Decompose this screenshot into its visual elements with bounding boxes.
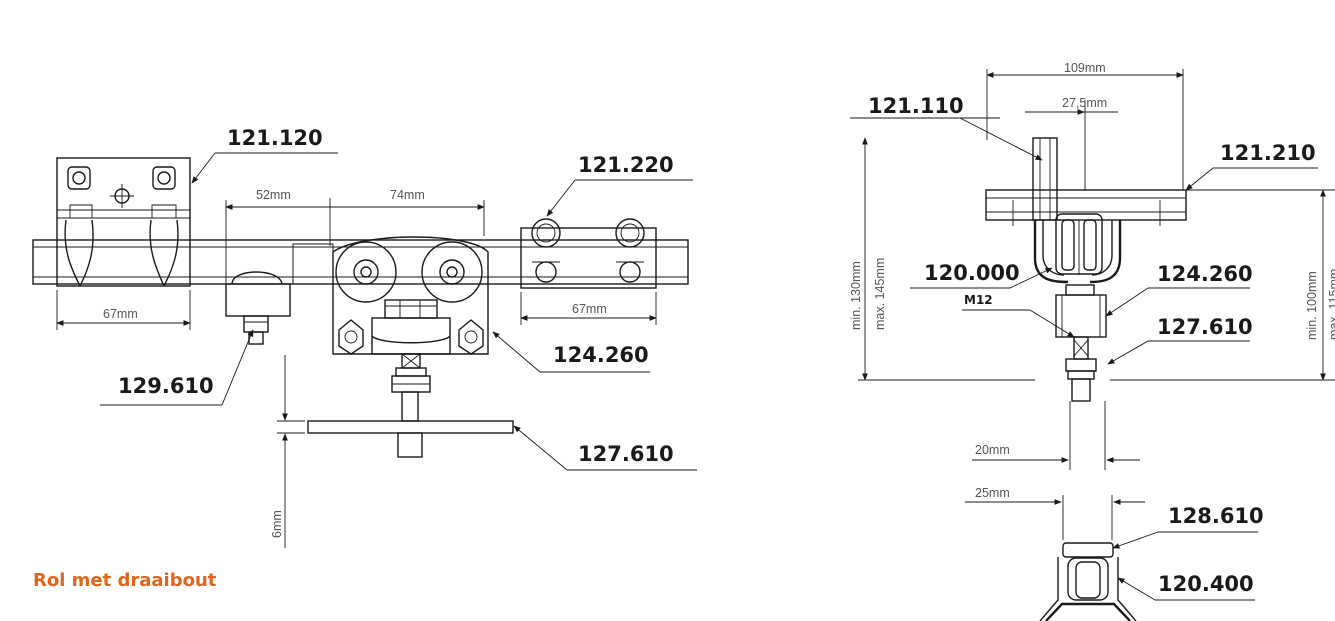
rail-bracket xyxy=(985,137,1187,226)
label-124-260-right: 124.260 xyxy=(1157,262,1253,286)
label-121-120: 121.120 xyxy=(227,126,323,150)
dim-min-130mm: min. 130mm xyxy=(849,261,863,330)
dim-max-145mm: max. 145mm xyxy=(873,258,887,330)
dim-20mm: 20mm xyxy=(975,443,1010,457)
bolt-129610 xyxy=(225,271,291,345)
label-121-110: 121.110 xyxy=(868,94,964,118)
label-129-610: 129.610 xyxy=(118,374,214,398)
dim-67mm-right: 67mm xyxy=(572,302,607,316)
dim-27-5mm: 27,5mm xyxy=(1062,96,1107,110)
trolley xyxy=(332,236,489,393)
dim-25mm: 25mm xyxy=(975,486,1010,500)
label-127-610-right: 127.610 xyxy=(1157,315,1253,339)
dim-max-115mm: max. 115mm xyxy=(1327,269,1335,340)
dim-6mm: 6mm xyxy=(270,510,284,538)
dim-min-100mm: min. 100mm xyxy=(1305,271,1319,340)
drawing-caption: Rol met draaibout xyxy=(33,570,217,591)
label-120-400: 120.400 xyxy=(1158,572,1254,596)
label-121-220: 121.220 xyxy=(578,153,674,177)
right-clamp xyxy=(520,218,657,289)
label-127-610: 127.610 xyxy=(578,442,674,466)
dim-109mm: 109mm xyxy=(1064,61,1106,75)
c-profile xyxy=(1033,213,1122,284)
label-m12: M12 xyxy=(964,293,993,307)
dim-67mm-left: 67mm xyxy=(103,307,138,321)
label-121-210: 121.210 xyxy=(1220,141,1316,165)
bolt-assembly xyxy=(1055,284,1107,402)
label-124-260: 124.260 xyxy=(553,343,649,367)
label-128-610: 128.610 xyxy=(1168,504,1264,528)
lower-assembly xyxy=(1039,542,1137,621)
right-view: 109mm 27,5mm xyxy=(849,61,1335,621)
dim-52mm: 52mm xyxy=(256,188,291,202)
dimension-lines-left xyxy=(56,198,657,548)
dim-74mm: 74mm xyxy=(390,188,425,202)
left-clamp xyxy=(56,157,191,287)
label-120-000: 120.000 xyxy=(924,261,1020,285)
plate-127610 xyxy=(307,391,514,458)
leader-lines-right xyxy=(852,117,1318,601)
leader-lines-left xyxy=(100,152,697,471)
left-view: 121.120 121.220 129.610 124.260 127.610 … xyxy=(32,126,697,548)
